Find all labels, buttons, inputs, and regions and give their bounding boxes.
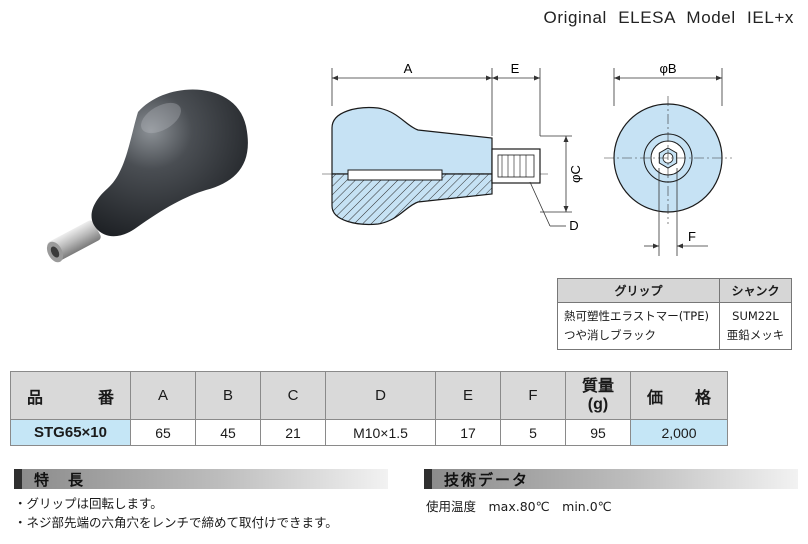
header-c: C bbox=[260, 371, 326, 420]
features-section-header: 特 長 bbox=[14, 469, 388, 489]
cell-model: STG65×10 bbox=[10, 419, 131, 446]
end-view-drawing: φB F bbox=[604, 61, 732, 256]
cell-a: 65 bbox=[130, 419, 196, 446]
grip-knob bbox=[91, 89, 248, 237]
list-item: ・グリップは回転します。 bbox=[14, 496, 163, 511]
material-header-shank: シャンク bbox=[719, 278, 792, 303]
grip-material-line1: 熱可塑性エラストマー(TPE) bbox=[564, 309, 709, 323]
header-a: A bbox=[130, 371, 196, 420]
header-weight-1: 質量 bbox=[581, 377, 614, 395]
header-e: E bbox=[435, 371, 501, 420]
dim-phi-b-label: φB bbox=[659, 61, 676, 76]
cell-f: 5 bbox=[500, 419, 566, 446]
header-weight-2: (g) bbox=[587, 395, 609, 413]
header-part-no: 品番 bbox=[10, 371, 131, 420]
cell-weight: 95 bbox=[565, 419, 631, 446]
header-b: B bbox=[195, 371, 261, 420]
header-f: F bbox=[500, 371, 566, 420]
header-price-1: 価 bbox=[647, 389, 664, 407]
grip-section bbox=[331, 173, 493, 226]
page-title: Original ELESA Model IEL+x bbox=[543, 8, 794, 27]
grip-outline bbox=[331, 106, 493, 175]
cell-c: 21 bbox=[260, 419, 326, 446]
dim-e-label: E bbox=[511, 61, 520, 76]
product-photo bbox=[46, 89, 248, 263]
section-marker bbox=[14, 469, 22, 489]
table-row: STG65×10 65 45 21 M10×1.5 17 5 95 2,000 bbox=[10, 419, 728, 446]
spec-table: 品番 A B C D E F 質量 (g) 価格 STG65×10 65 45 … bbox=[10, 371, 728, 446]
header-price: 価格 bbox=[630, 371, 728, 420]
dim-phi-c-label: φC bbox=[568, 165, 583, 183]
features-title: 特 長 bbox=[34, 470, 86, 489]
dim-f-label: F bbox=[688, 229, 696, 244]
header-price-2: 格 bbox=[694, 389, 711, 407]
shank-material-cell: SUM22L 亜鉛メッキ bbox=[719, 302, 792, 350]
operating-temperature: 使用温度 max.80℃ min.0℃ bbox=[426, 499, 612, 514]
cell-e: 17 bbox=[435, 419, 501, 446]
shank-material-line1: SUM22L bbox=[732, 309, 779, 323]
header-part-no-1: 品 bbox=[27, 389, 44, 407]
tech-data-title: 技術データ bbox=[444, 470, 530, 489]
material-header-grip: グリップ bbox=[557, 278, 720, 303]
header-d: D bbox=[325, 371, 436, 420]
tech-data-section-header: 技術データ bbox=[424, 469, 798, 489]
list-item: ・ネジ部先端の六角穴をレンチで締めて取付けできます。 bbox=[14, 515, 338, 530]
header-weight: 質量 (g) bbox=[565, 371, 631, 420]
cell-b: 45 bbox=[195, 419, 261, 446]
side-section-drawing: A E φC D bbox=[322, 61, 583, 233]
dim-a-label: A bbox=[404, 61, 413, 76]
cell-d: M10×1.5 bbox=[325, 419, 436, 446]
cell-price: 2,000 bbox=[630, 419, 728, 446]
shank-material-line2: 亜鉛メッキ bbox=[726, 328, 785, 342]
grip-material-cell: 熱可塑性エラストマー(TPE) つや消しブラック bbox=[557, 302, 720, 350]
grip-material-line2: つや消しブラック bbox=[564, 328, 656, 342]
features-list: ・グリップは回転します。 ・ネジ部先端の六角穴をレンチで締めて取付けできます。 bbox=[14, 494, 338, 532]
shank-pin bbox=[46, 220, 101, 263]
material-table: グリップ シャンク 熱可塑性エラストマー(TPE) つや消しブラック SUM22… bbox=[557, 278, 792, 350]
header-part-no-2: 番 bbox=[97, 389, 114, 407]
dim-d-label: D bbox=[569, 218, 578, 233]
section-marker bbox=[424, 469, 432, 489]
